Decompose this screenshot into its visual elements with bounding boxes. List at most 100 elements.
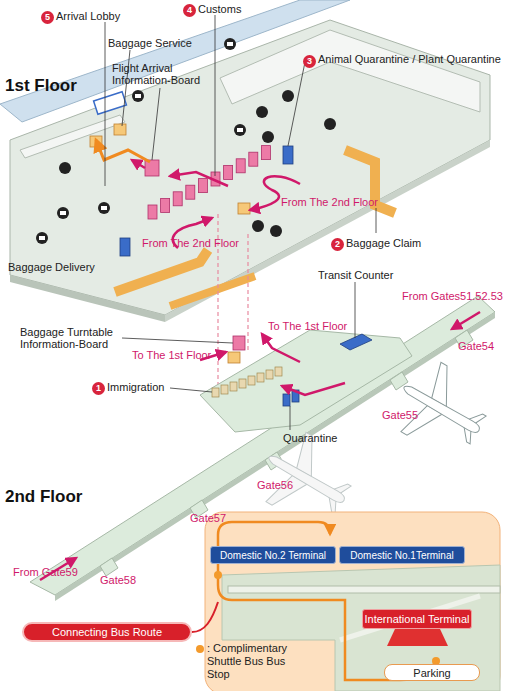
gate-label: Gate57 — [190, 512, 226, 524]
immigration-booth — [212, 388, 219, 397]
flow-label: From The 2nd Floor — [281, 196, 378, 208]
pictogram — [132, 90, 144, 102]
leader-line — [355, 282, 356, 338]
floor-label: 1st Floor — [5, 76, 77, 96]
pictogram — [36, 232, 48, 244]
customs-booth — [249, 152, 258, 166]
leader-line — [152, 88, 160, 160]
floor-label: 2nd Floor — [5, 487, 82, 507]
gate-label: Gate55 — [382, 409, 418, 421]
flow-arrow — [282, 383, 345, 395]
immigration-booth — [230, 382, 237, 391]
pictogram — [324, 118, 336, 130]
customs-booth — [186, 185, 195, 199]
flow-label: To The 1st Floor — [268, 320, 347, 332]
route-leader — [192, 602, 218, 632]
terminal-building — [387, 629, 448, 646]
customs-booth — [224, 165, 233, 179]
area-label: Baggage Claim — [346, 237, 421, 249]
legend-row: : Complimentary Shuttle Bus Bus Stop — [196, 642, 301, 681]
parking-box: Parking — [384, 664, 480, 681]
callout-number: 4 — [183, 4, 196, 17]
area-label: Quarantine — [283, 432, 337, 444]
node-text: Domestic No.1Terminal — [350, 550, 453, 561]
baggage-belt — [170, 276, 255, 306]
pictogram — [234, 124, 246, 136]
leader-line — [376, 208, 377, 233]
terminal-band: Domestic No.2 Terminal — [210, 546, 336, 564]
immigration-booth — [248, 376, 255, 385]
legend-text: : Complimentary Shuttle Bus Bus Stop — [207, 642, 301, 681]
pictogram-mark — [101, 206, 107, 210]
quarantine-booth — [283, 394, 290, 406]
info-board — [145, 160, 159, 176]
immigration-booth — [257, 373, 264, 382]
leader-line — [288, 62, 305, 146]
pictogram — [270, 225, 282, 237]
leader-line — [122, 50, 130, 126]
airfield — [222, 565, 500, 691]
airplane-body — [402, 383, 482, 435]
customs-booth — [161, 198, 170, 212]
node-text: Parking — [413, 667, 450, 679]
leader-line — [290, 406, 291, 430]
pictogram-mark — [135, 94, 141, 98]
customs-booth — [148, 205, 157, 219]
immigration-booth — [239, 379, 246, 388]
pictogram — [59, 162, 71, 174]
route-badge: Connecting Bus Route — [22, 622, 192, 642]
area-label: Arrival Lobby — [56, 10, 120, 22]
area-label: Baggage Turntable Information-Board — [20, 326, 125, 350]
area-label: Baggage Delivery — [8, 261, 95, 273]
area-label: Flight Arrival Information-Board — [112, 62, 212, 86]
legend-swatch — [196, 645, 204, 653]
service-counter — [228, 352, 240, 363]
node-text: Connecting Bus Route — [52, 626, 162, 638]
area-label: Customs — [198, 3, 241, 15]
pictogram — [57, 207, 69, 219]
corridor-edge — [55, 312, 495, 601]
area-label: Immigration — [107, 381, 164, 393]
pictogram-mark — [237, 128, 243, 132]
leader-line — [105, 22, 106, 186]
immigration-booth — [221, 385, 228, 394]
callout-number: 3 — [303, 55, 316, 68]
quarantine-counter — [120, 238, 130, 256]
pictogram-mark — [60, 211, 66, 215]
pictogram-mark — [227, 42, 233, 46]
bus — [94, 92, 127, 115]
arrival-hall — [200, 330, 412, 432]
wall-block — [20, 115, 125, 158]
callout-number: 5 — [41, 11, 54, 24]
info-board — [233, 336, 245, 350]
gate-label: From Gate59 — [13, 566, 78, 578]
leader-line — [122, 338, 233, 343]
customs-booth — [236, 159, 245, 173]
area-label: Animal Quarantine / Plant Quarantine — [318, 53, 501, 65]
wall-block — [220, 30, 480, 112]
customs-booth — [261, 146, 270, 160]
callout-number: 1 — [92, 382, 105, 395]
quarantine-counter — [283, 146, 293, 164]
pictogram — [224, 38, 236, 50]
pictogram — [252, 220, 264, 232]
bus-stop — [214, 571, 222, 579]
customs-booth — [198, 179, 207, 193]
flow-label: To The 1st Floor — [132, 349, 211, 361]
transit-counter — [340, 334, 372, 350]
terminal-band: Domestic No.1Terminal — [339, 546, 465, 564]
terminal-band: International Terminal — [362, 609, 472, 629]
inset-area — [205, 512, 500, 691]
lobby-path — [96, 140, 150, 162]
floor-link — [247, 234, 248, 352]
pictogram — [282, 90, 294, 102]
flow-arrow — [262, 334, 300, 362]
airplane-body — [267, 453, 347, 505]
flow-arrow — [132, 160, 145, 168]
flow-label: From Gates51.52.53 — [402, 290, 503, 302]
callout-number: 2 — [331, 238, 344, 251]
flow-arrow — [170, 172, 228, 186]
jet-bridge — [100, 558, 118, 576]
